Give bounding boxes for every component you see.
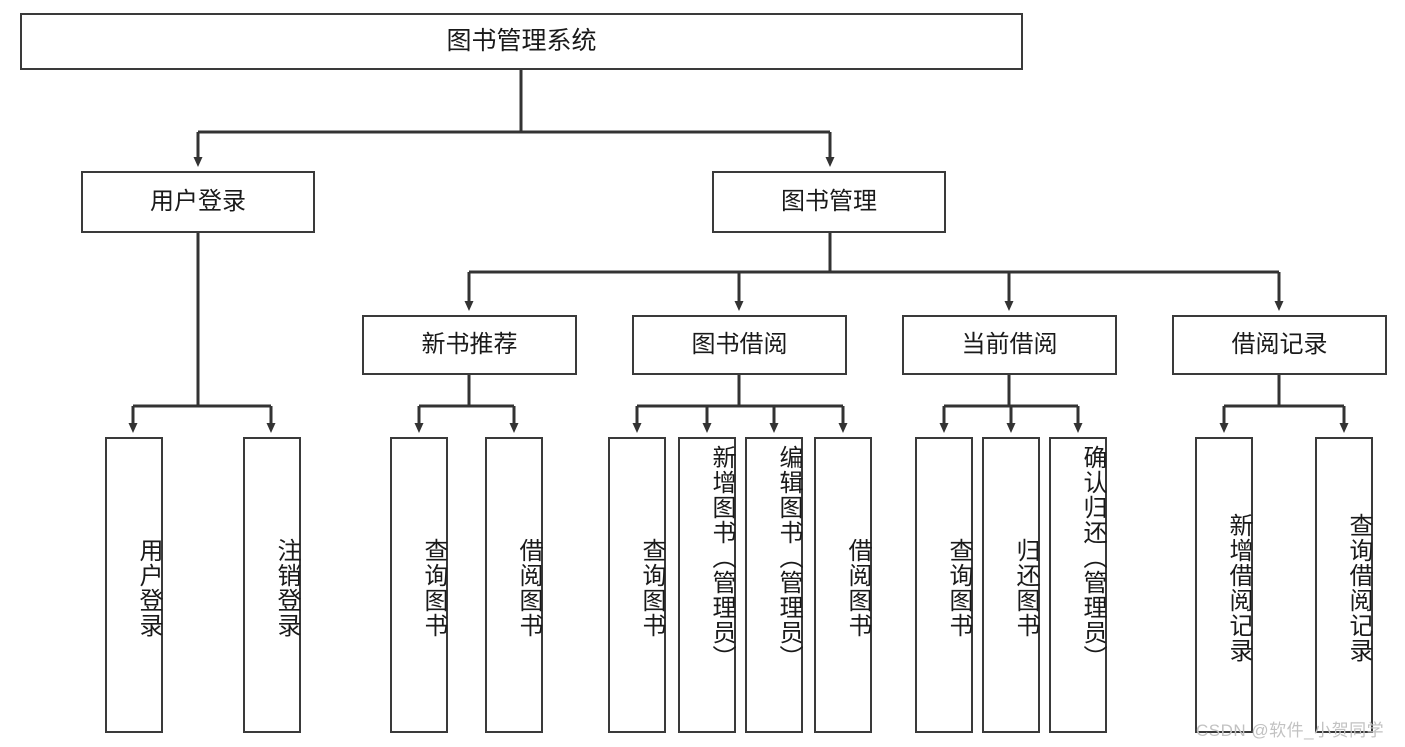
node-label: 归还图书	[1012, 538, 1039, 638]
node-leaf-confirm-return-admin[interactable]: 确认归还（管理员）	[1049, 437, 1107, 733]
csdn-watermark: CSDN @软件_小贺同学	[1196, 721, 1385, 740]
node-book-manage[interactable]: 图书管理	[712, 171, 946, 233]
node-leaf-borrow-book-2[interactable]: 借阅图书	[814, 437, 872, 733]
node-label: 借阅记录	[1231, 330, 1328, 358]
node-label: 注销登录	[273, 538, 300, 638]
node-label: 借阅图书	[515, 538, 542, 638]
node-leaf-query-book-2[interactable]: 查询图书	[608, 437, 666, 733]
node-label: 查询借阅记录	[1345, 513, 1372, 663]
node-label: 新增图书（管理员）	[708, 445, 735, 670]
node-label: 新增借阅记录	[1225, 513, 1252, 663]
node-current-borrow[interactable]: 当前借阅	[902, 315, 1117, 375]
node-borrow-record[interactable]: 借阅记录	[1172, 315, 1387, 375]
node-label: 查询图书	[420, 538, 447, 638]
node-label: 图书管理系统	[446, 26, 597, 55]
node-leaf-return-book[interactable]: 归还图书	[982, 437, 1040, 733]
node-leaf-borrow-book-1[interactable]: 借阅图书	[485, 437, 543, 733]
node-label: 借阅图书	[844, 538, 871, 638]
node-label: 图书管理	[781, 187, 877, 215]
node-label: 当前借阅	[961, 330, 1058, 358]
node-leaf-query-book-1[interactable]: 查询图书	[390, 437, 448, 733]
node-new-book-recommend[interactable]: 新书推荐	[362, 315, 577, 375]
node-leaf-user-login[interactable]: 用户登录	[105, 437, 163, 733]
node-label: 用户登录	[135, 538, 162, 638]
node-leaf-logout[interactable]: 注销登录	[243, 437, 301, 733]
node-book-borrow[interactable]: 图书借阅	[632, 315, 847, 375]
node-label: 查询图书	[945, 538, 972, 638]
node-leaf-edit-book-admin[interactable]: 编辑图书（管理员）	[745, 437, 803, 733]
node-leaf-add-borrow-record[interactable]: 新增借阅记录	[1195, 437, 1253, 733]
node-leaf-query-book-3[interactable]: 查询图书	[915, 437, 973, 733]
node-label: 确认归还（管理员）	[1079, 445, 1106, 670]
node-label: 用户登录	[150, 187, 246, 215]
node-label: 图书借阅	[691, 330, 788, 358]
node-label: 新书推荐	[421, 330, 518, 358]
node-label: 查询图书	[638, 538, 665, 638]
node-leaf-add-book-admin[interactable]: 新增图书（管理员）	[678, 437, 736, 733]
node-root-system[interactable]: 图书管理系统	[20, 13, 1023, 70]
node-user-login[interactable]: 用户登录	[81, 171, 315, 233]
node-label: 编辑图书（管理员）	[775, 445, 802, 670]
node-leaf-query-borrow-record[interactable]: 查询借阅记录	[1315, 437, 1373, 733]
